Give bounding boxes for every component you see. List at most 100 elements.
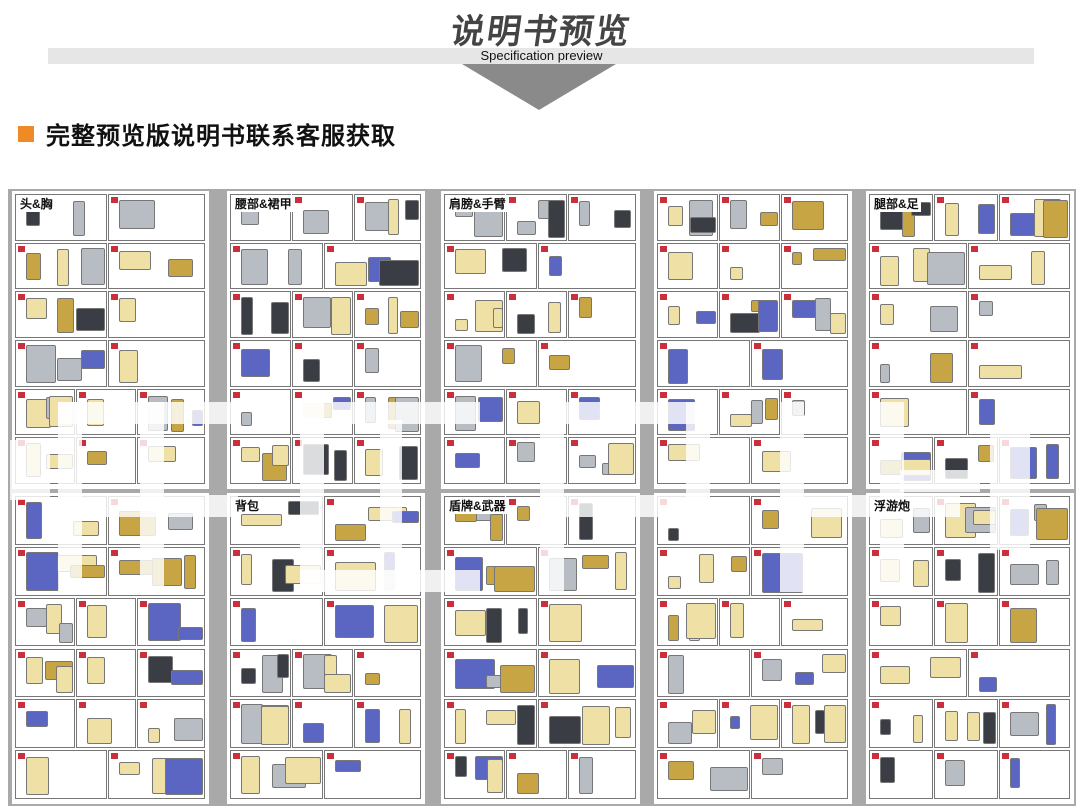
step-panel xyxy=(506,437,567,484)
model-part-image xyxy=(582,554,609,569)
step-panel xyxy=(324,496,421,545)
step-panel xyxy=(230,750,323,799)
step-number-tag xyxy=(233,245,240,252)
step-panel xyxy=(781,597,848,647)
step-panel xyxy=(657,437,750,484)
model-part-image xyxy=(1046,704,1057,745)
model-part-image xyxy=(613,209,631,228)
model-part-image xyxy=(87,656,106,685)
step-number-tag xyxy=(660,440,667,447)
model-part-image xyxy=(880,666,910,684)
model-part-image xyxy=(972,510,996,525)
model-part-image xyxy=(668,251,693,281)
model-part-image xyxy=(303,296,332,328)
header-band xyxy=(48,48,1034,64)
step-number-tag xyxy=(541,245,548,252)
model-part-image xyxy=(303,209,329,234)
step-panel xyxy=(781,194,848,241)
step-panel xyxy=(968,388,1070,436)
model-part-image xyxy=(284,757,321,784)
step-number-tag xyxy=(18,651,25,658)
step-number-tag xyxy=(357,702,364,709)
model-part-image xyxy=(241,349,270,378)
model-part-image xyxy=(148,602,181,642)
step-panel xyxy=(354,291,421,338)
step-panel xyxy=(869,597,933,647)
step-number-tag xyxy=(79,651,86,658)
model-part-image xyxy=(979,399,996,425)
step-number-tag xyxy=(722,391,729,398)
step-panel xyxy=(781,388,848,436)
model-part-image xyxy=(582,705,611,745)
step-panel xyxy=(230,242,323,290)
step-panel xyxy=(292,648,353,698)
model-part-image xyxy=(26,551,59,591)
step-panel xyxy=(719,291,780,338)
step-panel xyxy=(230,648,291,698)
step-panel xyxy=(657,340,750,387)
step-panel xyxy=(230,291,291,338)
step-panel xyxy=(292,340,353,387)
step-number-tag xyxy=(295,197,302,203)
model-part-image xyxy=(549,659,581,694)
model-part-image xyxy=(517,442,536,462)
step-number-tag xyxy=(357,294,364,301)
model-part-image xyxy=(668,528,680,542)
step-panel xyxy=(354,194,421,241)
step-number-tag xyxy=(971,294,978,301)
step-number-tag xyxy=(509,440,516,447)
step-panel xyxy=(968,291,1070,338)
step-panel xyxy=(108,496,205,545)
instruction-sheet: 浮游炮 xyxy=(866,493,1074,804)
model-part-image xyxy=(880,559,901,582)
step-panel xyxy=(751,437,848,484)
step-number-tag xyxy=(18,440,25,447)
step-panel xyxy=(354,340,421,387)
model-part-image xyxy=(119,762,141,775)
step-panel xyxy=(869,750,933,799)
step-panel xyxy=(999,699,1070,749)
model-part-image xyxy=(668,206,683,227)
model-part-image xyxy=(547,199,565,238)
model-part-image xyxy=(192,409,203,426)
step-number-tag xyxy=(660,600,667,607)
step-panel xyxy=(354,648,421,698)
model-part-image xyxy=(490,514,503,542)
step-panel xyxy=(657,546,750,596)
step-panel xyxy=(869,546,933,596)
step-number-tag xyxy=(233,391,240,398)
model-part-image xyxy=(400,310,419,328)
step-panel xyxy=(324,597,421,647)
model-part-image xyxy=(821,653,846,674)
step-number-tag xyxy=(233,549,240,556)
model-part-image xyxy=(241,514,282,527)
step-number-tag xyxy=(111,499,118,505)
model-part-image xyxy=(1010,757,1021,788)
model-part-image xyxy=(1010,563,1039,585)
step-panel xyxy=(869,291,967,338)
step-panel xyxy=(137,648,205,698)
step-number-tag xyxy=(660,294,667,301)
step-panel xyxy=(751,648,848,698)
step-number-tag xyxy=(722,294,729,301)
step-number-tag xyxy=(295,702,302,709)
model-part-image xyxy=(880,757,895,784)
model-part-image xyxy=(813,248,846,261)
model-part-image xyxy=(455,248,486,274)
step-panel xyxy=(76,597,136,647)
step-number-tag xyxy=(447,391,454,398)
step-number-tag xyxy=(79,440,86,447)
step-panel xyxy=(15,546,107,596)
step-panel xyxy=(137,597,205,647)
model-part-image xyxy=(668,575,681,590)
step-number-tag xyxy=(111,753,118,760)
model-part-image xyxy=(579,756,593,794)
model-part-image xyxy=(387,199,400,235)
model-part-image xyxy=(549,255,562,276)
model-part-image xyxy=(579,397,601,421)
model-part-image xyxy=(241,210,260,226)
model-part-image xyxy=(579,201,591,226)
model-part-image xyxy=(26,656,44,684)
step-panel xyxy=(568,750,636,799)
model-part-image xyxy=(880,518,904,538)
